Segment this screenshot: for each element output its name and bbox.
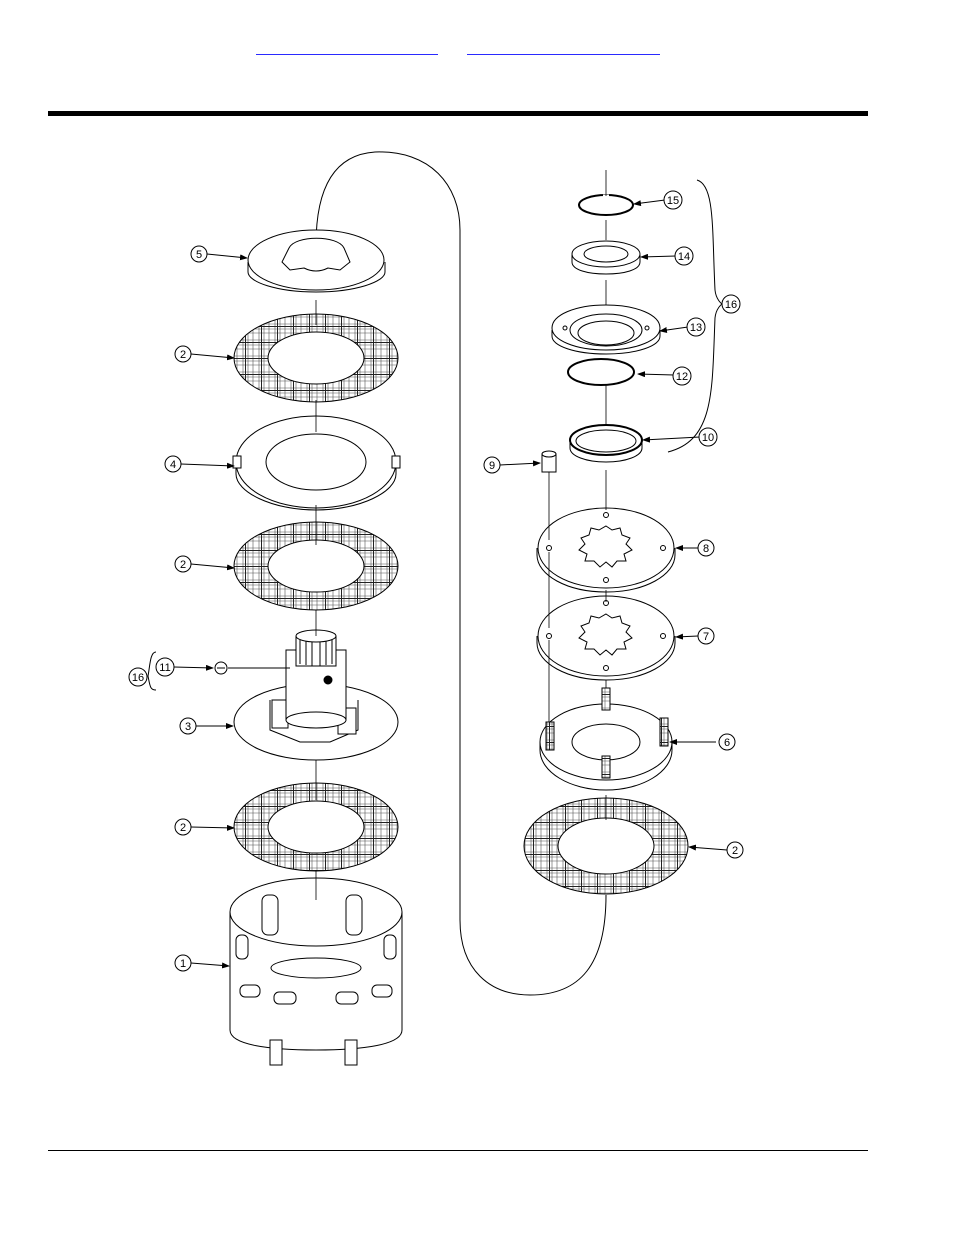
svg-text:14: 14 [678,251,690,263]
callout-5: 5 [191,246,207,262]
splined-plate-lower [537,596,675,680]
spacer-bushing [542,451,556,472]
callout-9: 9 [484,457,500,473]
svg-text:13: 13 [690,322,702,334]
callout-11: 11 [156,658,174,676]
svg-text:10: 10 [702,432,714,444]
svg-text:16: 16 [132,672,144,684]
bearing-race [572,241,640,274]
o-ring [568,359,634,385]
svg-text:2: 2 [180,349,186,361]
svg-text:6: 6 [724,737,730,749]
group-bracket [148,652,156,690]
callout-14: 14 [675,247,693,265]
callout-2: 2 [175,556,191,572]
flange-bearing [552,305,660,354]
friction-disc [234,314,398,402]
svg-text:11: 11 [159,662,170,674]
callout-8: 8 [698,540,714,556]
stud-plate [540,688,672,790]
callout-4: 4 [165,456,181,472]
svg-text:2: 2 [180,822,186,834]
callout-2: 2 [175,819,191,835]
callout-13: 13 [687,318,705,336]
svg-text:4: 4 [170,459,176,471]
callout-12: 12 [673,367,691,385]
callout-6: 6 [719,734,735,750]
svg-text:3: 3 [185,721,191,733]
svg-text:5: 5 [196,249,202,261]
snap-ring [579,195,633,215]
callout-10: 10 [699,428,717,446]
tab-washer [248,230,385,292]
svg-text:1: 1 [180,958,186,970]
svg-text:2: 2 [180,559,186,571]
callout-16: 16 [722,295,740,313]
callout-2: 2 [175,346,191,362]
svg-text:16: 16 [725,299,737,311]
callout-15: 15 [664,191,682,209]
callout-2: 2 [727,842,743,858]
svg-text:15: 15 [667,195,679,207]
svg-text:2: 2 [732,845,738,857]
lug-plate [233,416,400,510]
splined-plate-upper [537,508,675,592]
set-screw [215,662,227,674]
hub [234,630,398,760]
group-bracket [668,180,722,452]
callout-7: 7 [698,628,714,644]
callout-1: 1 [175,955,191,971]
callout-16: 16 [129,668,147,686]
seal-ring [570,425,642,462]
svg-text:8: 8 [703,543,709,555]
housing [230,878,402,1065]
callout-3: 3 [180,718,196,734]
svg-text:12: 12 [676,371,688,383]
svg-text:7: 7 [703,631,709,643]
svg-text:9: 9 [489,460,495,472]
